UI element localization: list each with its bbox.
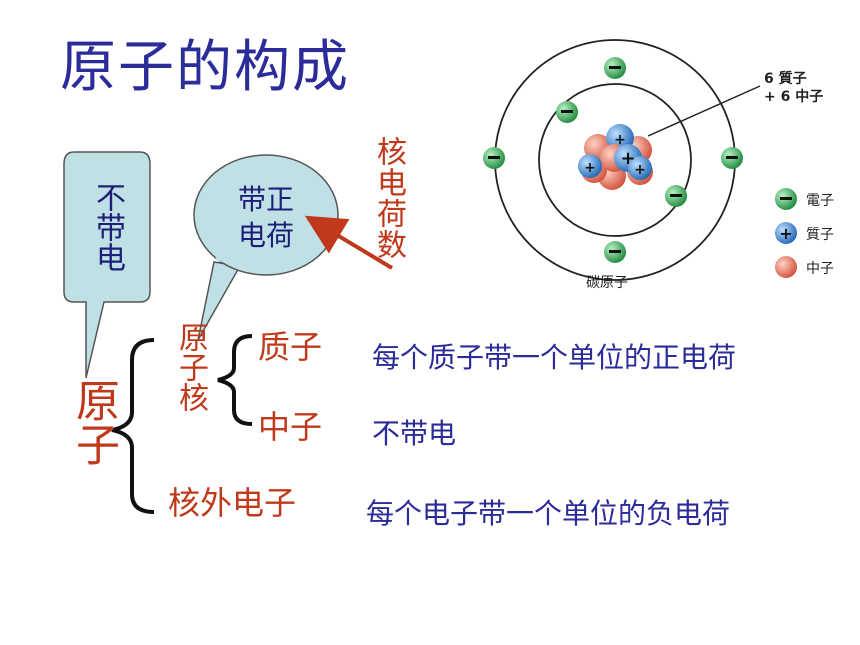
nucleus-label: 原子核: [173, 322, 208, 412]
nucleus-callout-line1: 6 質子: [764, 71, 807, 87]
svg-text:+: +: [614, 132, 626, 148]
atom-caption: 碳原子: [586, 275, 628, 291]
electron-label: 核外电子: [168, 484, 297, 522]
legend-marks: +: [775, 188, 797, 278]
atom-nucleus: + + + +: [578, 124, 653, 190]
neutral-bubble-label: 不带电: [90, 182, 125, 272]
nucleus-bracket: [217, 334, 253, 426]
nucleus-callout: 6 質子 + 6 中子: [764, 70, 823, 106]
svg-text:+: +: [634, 162, 646, 178]
nuclear-charge-arrow: [304, 215, 394, 270]
nucleus-callout-line2: + 6 中子: [764, 89, 824, 105]
svg-text:+: +: [620, 148, 635, 169]
legend-neutron-label: 中子: [806, 261, 834, 277]
atom-bracket: [111, 338, 155, 514]
legend-proton-label: 質子: [806, 227, 834, 243]
positive-bubble: [193, 154, 339, 341]
proton-description: 每个质子带一个单位的正电荷: [372, 341, 737, 374]
positive-bubble-line2: 电荷: [237, 219, 294, 252]
nuclear-charge-label: 核电荷数: [371, 136, 406, 260]
neutral-bubble: [63, 151, 151, 379]
carbon-atom-figure: + + + + +: [483, 39, 797, 281]
atom-label: 原子: [68, 378, 119, 466]
neutron-label: 中子: [258, 408, 323, 446]
svg-text:+: +: [584, 160, 596, 176]
electron-description: 每个电子带一个单位的负电荷: [366, 497, 731, 530]
page-title: 原子的构成: [60, 35, 350, 100]
legend-electron-label: 電子: [806, 193, 834, 209]
electron-marks: [483, 57, 743, 263]
neutron-description: 不带电: [372, 417, 457, 450]
svg-text:+: +: [779, 224, 792, 243]
positive-bubble-line1: 带正: [237, 183, 294, 216]
proton-label: 质子: [258, 328, 323, 366]
positive-bubble-label: 带正 电荷: [206, 182, 326, 254]
